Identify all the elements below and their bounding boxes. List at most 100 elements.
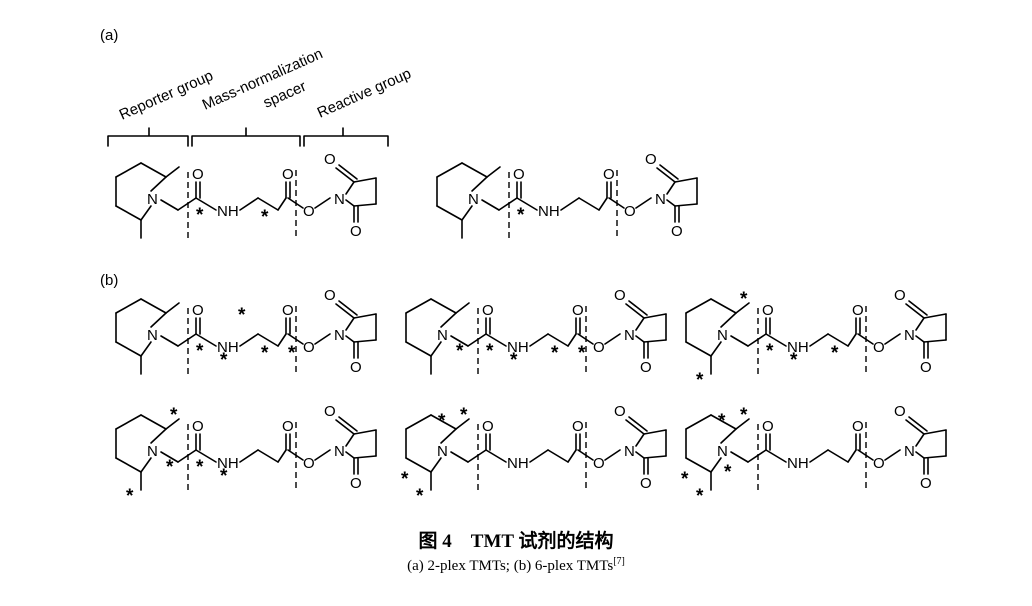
isotope-star: * <box>401 469 409 490</box>
bond <box>257 333 279 347</box>
isotope-star: * <box>578 343 586 364</box>
isotope-star: * <box>456 341 464 362</box>
bond <box>177 449 197 463</box>
isotope-star: * <box>261 343 269 364</box>
ring-bond <box>140 457 152 473</box>
ring-bond <box>353 429 377 435</box>
ring-bond <box>666 199 676 207</box>
nhs-n: N <box>624 327 635 344</box>
imide-o-top: O <box>894 403 906 420</box>
isotope-star: * <box>724 462 732 483</box>
bond <box>827 333 849 347</box>
bond <box>747 333 767 347</box>
bond <box>730 335 749 347</box>
isotope-star: * <box>220 466 228 487</box>
nh-atom: NH <box>217 203 239 220</box>
imide-o-top: O <box>324 403 336 420</box>
bond <box>847 449 857 463</box>
bond <box>277 333 287 347</box>
bond <box>239 449 259 463</box>
isotope-star: * <box>740 289 748 310</box>
methyl-bond <box>455 418 470 430</box>
methyl-bond <box>486 166 501 178</box>
ring-bond <box>685 298 712 314</box>
ring-bond <box>140 162 167 178</box>
bond <box>598 197 608 211</box>
isotope-star: * <box>681 469 689 490</box>
isotope-star: * <box>438 411 446 432</box>
ester-carbonyl-o: O <box>572 418 584 435</box>
bond <box>809 449 829 463</box>
bond <box>809 333 829 347</box>
ring-bond <box>115 341 142 357</box>
panel-label-b: (b) <box>100 272 118 289</box>
carbonyl-o: O <box>192 166 204 183</box>
isotope-star: * <box>416 486 424 507</box>
isotope-star: * <box>696 486 704 507</box>
reactive-brace <box>303 127 389 147</box>
methyl-bond <box>165 302 180 314</box>
ring-bond <box>115 205 142 221</box>
ring-bond <box>345 199 355 207</box>
carbonyl-o: O <box>482 418 494 435</box>
ring-bond <box>115 298 142 314</box>
ring-bond <box>345 335 355 343</box>
carbonyl-bond <box>338 164 358 180</box>
bond <box>195 197 217 211</box>
isotope-star: * <box>718 411 726 432</box>
bond <box>516 197 538 211</box>
bond <box>177 197 197 211</box>
isotope-star: * <box>220 350 228 371</box>
bond <box>195 333 217 347</box>
ring-bond <box>436 205 463 221</box>
ring-bond <box>115 414 142 430</box>
ring-bond <box>430 298 457 314</box>
isotope-star: * <box>486 341 494 362</box>
carbonyl-bond <box>628 416 648 432</box>
bond <box>195 449 217 463</box>
reactive-group-label: Reactive group <box>315 65 414 122</box>
ring-bond <box>635 433 645 447</box>
spacer-brace <box>191 127 301 147</box>
ring-bond <box>150 428 167 444</box>
isotope-star: * <box>170 405 178 426</box>
ring-bond <box>685 457 712 473</box>
carbonyl-bond <box>335 303 355 319</box>
bond <box>529 333 549 347</box>
nh-atom: NH <box>507 339 529 356</box>
ring-bond <box>720 312 737 328</box>
carbonyl-bond <box>905 419 925 435</box>
n-atom: N <box>717 327 728 344</box>
bond <box>560 197 580 211</box>
ring-bond <box>345 317 355 331</box>
ring-bond <box>915 433 925 447</box>
bond <box>467 449 487 463</box>
nh-atom: NH <box>217 339 239 356</box>
ester-carbonyl-o: O <box>282 418 294 435</box>
ring-bond <box>430 457 442 473</box>
ester-carbonyl-o: O <box>282 166 294 183</box>
ring-bond <box>353 177 377 183</box>
bond <box>567 333 577 347</box>
ring-bond <box>430 341 442 357</box>
isotope-star: * <box>288 343 296 364</box>
nh-atom: NH <box>507 455 529 472</box>
carbonyl-bond <box>335 167 355 183</box>
ring-bond <box>150 176 167 192</box>
n-atom: N <box>468 191 479 208</box>
bond <box>604 449 621 461</box>
ester-o: O <box>593 339 605 356</box>
methyl-bond <box>735 302 750 314</box>
bond <box>765 449 787 463</box>
carbonyl-bond <box>908 300 928 316</box>
ester-carbonyl-o: O <box>282 302 294 319</box>
bond <box>257 197 279 211</box>
bond <box>884 333 901 345</box>
isotope-star: * <box>196 457 204 478</box>
methyl-bond <box>735 418 750 430</box>
imide-o-bottom: O <box>350 475 362 492</box>
